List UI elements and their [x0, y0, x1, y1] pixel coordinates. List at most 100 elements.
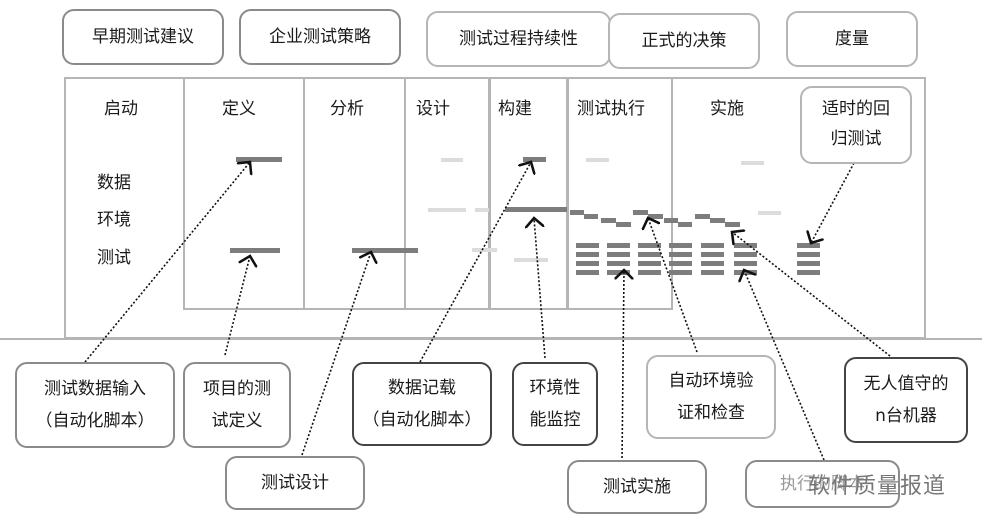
line: 测试数据输入 [44, 378, 146, 399]
arrow-env-monitor [534, 218, 546, 359]
script-stack-bar [607, 252, 630, 257]
line: （自动化脚本） [362, 410, 482, 430]
phase-define: 定义 [222, 99, 256, 119]
bar-env-step [616, 222, 631, 227]
faint-bar [758, 211, 781, 215]
row-label-env: 环境 [97, 210, 131, 230]
phase-implement: 实施 [710, 99, 744, 119]
watermark: 软件质量报道 [808, 474, 947, 499]
script-stack-bar [576, 261, 599, 266]
line: 测试实施 [603, 476, 671, 497]
callout-test-design: 测试设计 [225, 456, 365, 510]
phase-build: 构建 [498, 99, 532, 119]
lane-test-exec [567, 77, 673, 310]
callout-regression: 适时的回归测试 [800, 86, 912, 164]
top-box-metrics: 度量 [786, 11, 918, 67]
bar-env-step [601, 218, 616, 223]
arrow-test-impl [622, 270, 624, 463]
script-stack-bar [669, 261, 692, 266]
callout-test-impl: 测试实施 [567, 460, 707, 514]
faint-bar [475, 208, 489, 212]
script-stack-bar [669, 252, 692, 257]
faint-bar [428, 208, 466, 212]
bar-env-step [664, 218, 678, 223]
faint-bar [441, 158, 463, 162]
arrow-data-input [84, 162, 250, 363]
script-stack-bar [701, 243, 724, 248]
bar-env-step [725, 222, 740, 227]
script-stack-bar [638, 252, 661, 257]
line: 无人值守的 [863, 373, 949, 394]
bar-env-step [584, 214, 598, 219]
script-stack-bar [734, 243, 757, 248]
script-stack-bar [797, 243, 820, 248]
line: 测试设计 [261, 472, 329, 493]
script-stack-bar [607, 261, 630, 266]
faint-bar [741, 161, 764, 165]
arrow-env-verify [648, 218, 698, 353]
line: 证和检查 [677, 403, 745, 423]
script-stack-bar [576, 270, 599, 275]
script-stack-bar [797, 261, 820, 266]
callout-data-record: 数据记载 （自动化脚本） [352, 362, 492, 446]
line: 数据记载 [388, 377, 456, 398]
top-box-enterprise-strategy: 企业测试策略 [239, 9, 401, 65]
row-label-test: 测试 [97, 248, 131, 268]
script-stack-bar [638, 270, 661, 275]
script-stack-bar [734, 252, 757, 257]
line: 项目的测 [203, 378, 271, 399]
script-stack-bar [638, 243, 661, 248]
bar-env-step [648, 214, 663, 219]
callout-exec-script: 执行的脚本 [745, 460, 900, 508]
top-box-process-continuity: 测试过程持续性 [426, 11, 611, 67]
top-box-formal-decision: 正式的决策 [608, 13, 760, 69]
bar-build-env [505, 207, 567, 212]
label: 度量 [835, 28, 869, 49]
callout-env-verify: 自动环境验证和检查 [646, 355, 776, 439]
bar-env-step [633, 210, 648, 215]
script-stack-bar [638, 261, 661, 266]
arrow-unattended [732, 232, 891, 357]
label: 测试过程持续性 [459, 28, 578, 49]
line: n台机器 [875, 406, 937, 426]
bar-analyze-test [352, 248, 418, 253]
label: 早期测试建议 [92, 26, 194, 47]
line: （自动化脚本） [35, 411, 155, 431]
bar-env-step [695, 214, 710, 219]
line: 适时的回 [822, 99, 890, 120]
bar-env-step [678, 222, 692, 227]
script-stack-bar [607, 270, 630, 275]
script-stack-bar [701, 270, 724, 275]
faint-bar [472, 248, 497, 252]
callout-env-monitor: 环境性能监控 [512, 362, 598, 446]
bar-define-data [236, 157, 282, 162]
label: 正式的决策 [641, 30, 727, 51]
baseline-divider [0, 338, 982, 340]
bar-env-step [570, 210, 584, 215]
faint-bar [586, 158, 609, 162]
script-stack-bar [701, 261, 724, 266]
line: 能监控 [529, 410, 581, 430]
arrow-project-def [224, 256, 250, 356]
script-stack-bar [607, 243, 630, 248]
line: 执行的脚本 [780, 473, 865, 494]
label: 企业测试策略 [269, 26, 371, 47]
script-stack-bar [669, 270, 692, 275]
faint-bar [514, 258, 548, 262]
line: 环境性 [529, 377, 581, 398]
script-stack-bar [576, 243, 599, 248]
callout-data-input: 测试数据输入 （自动化脚本） [15, 362, 175, 448]
line: 归测试 [830, 129, 882, 149]
bar-env-step [710, 218, 725, 223]
script-stack-bar [701, 252, 724, 257]
bar-define-test [230, 248, 280, 253]
bar-build-data [523, 157, 546, 162]
row-label-data: 数据 [97, 173, 131, 193]
phase-start: 启动 [104, 99, 138, 119]
script-stack-bar [797, 252, 820, 257]
callout-unattended: 无人值守的 n台机器 [844, 357, 968, 443]
phase-design: 设计 [416, 99, 450, 119]
phase-test-exec: 测试执行 [577, 99, 645, 119]
script-stack-bar [797, 270, 820, 275]
